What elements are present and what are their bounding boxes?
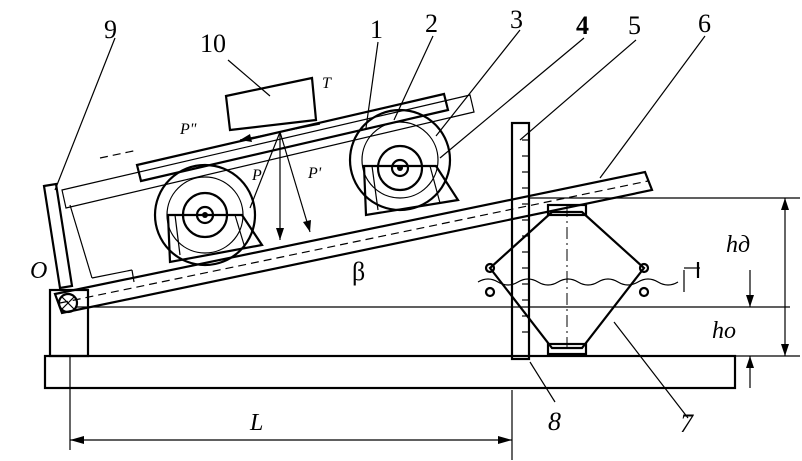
- label-P-double: P": [179, 121, 197, 138]
- label-P: P: [251, 167, 262, 184]
- base-plate: [43, 354, 737, 390]
- label-P-prime: P': [307, 165, 322, 182]
- label-beta: β: [352, 257, 365, 286]
- label-hd: hд: [726, 232, 750, 258]
- label-6: 6: [698, 9, 711, 38]
- label-L: L: [249, 410, 263, 436]
- label-10: 10: [200, 29, 226, 58]
- label-T: T: [322, 75, 332, 92]
- label-4: 4: [576, 11, 589, 40]
- label-8: 8: [548, 407, 561, 436]
- spring-element: [477, 203, 700, 356]
- platform: [135, 92, 450, 183]
- label-ho: hо: [712, 318, 736, 344]
- dimension-lines: [69, 197, 800, 460]
- label-5: 5: [628, 11, 641, 40]
- pivot-support: [48, 288, 90, 358]
- load-block: [224, 76, 318, 132]
- label-2: 2: [425, 9, 438, 38]
- scale-column: [510, 121, 531, 361]
- leader-lines: [54, 29, 706, 419]
- label-9: 9: [104, 15, 117, 44]
- left-wheel: [153, 163, 264, 267]
- right-wheel: [348, 108, 460, 217]
- inclined-frame: [53, 170, 654, 315]
- label-3: 3: [510, 5, 523, 34]
- label-1: 1: [370, 15, 383, 44]
- force-vectors: [239, 123, 321, 240]
- label-7: 7: [680, 409, 694, 438]
- upper-channel: [61, 94, 475, 209]
- stop-plate: [42, 182, 74, 290]
- label-O: O: [30, 258, 47, 284]
